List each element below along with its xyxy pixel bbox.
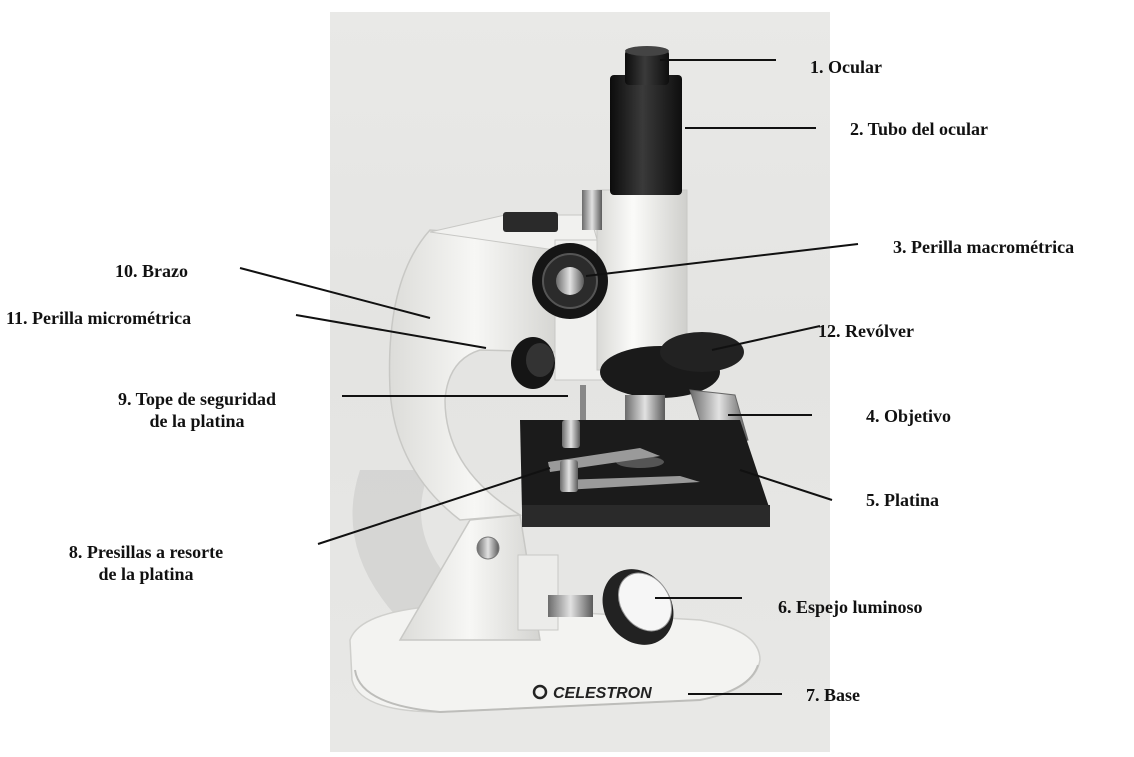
label-perilla-micrometrica: 11. Perilla micrométrica	[6, 308, 192, 328]
safety-stop	[580, 385, 586, 423]
leader-macro	[585, 243, 859, 277]
mirror	[602, 569, 674, 645]
label-base: 7. Base	[806, 685, 860, 705]
leader-lines	[239, 59, 859, 695]
arm	[388, 229, 561, 521]
svg-text:CELESTRON: CELESTRON	[553, 685, 652, 702]
coarse-focus-knob	[532, 243, 608, 319]
leader-revolver	[711, 325, 821, 351]
leader-platina	[739, 469, 833, 501]
label-espejo-luminoso: 6. Espejo luminoso	[778, 597, 923, 617]
label-brazo: 10. Brazo	[115, 261, 188, 281]
label-perilla-macrometrica: 3. Perilla macrométrica	[893, 237, 1075, 257]
leader-presillas	[317, 467, 551, 545]
label-objetivo: 4. Objetivo	[866, 406, 951, 426]
leader-brazo	[239, 267, 431, 319]
label-tubo-ocular: 2. Tubo del ocular	[850, 119, 989, 139]
revolver	[600, 332, 744, 398]
label-ocular: 1. Ocular	[810, 57, 882, 77]
label-platina: 5. Platina	[866, 490, 940, 510]
stage-clips	[548, 420, 700, 492]
celestron-logo: CELESTRON	[532, 684, 652, 702]
eyepiece-tube-black	[610, 75, 682, 195]
label-revolver: 12. Revólver	[818, 321, 914, 341]
stage-platform	[520, 420, 770, 527]
eyepiece	[625, 50, 669, 85]
leader-micro	[295, 314, 487, 349]
fine-focus-knob	[511, 337, 555, 389]
